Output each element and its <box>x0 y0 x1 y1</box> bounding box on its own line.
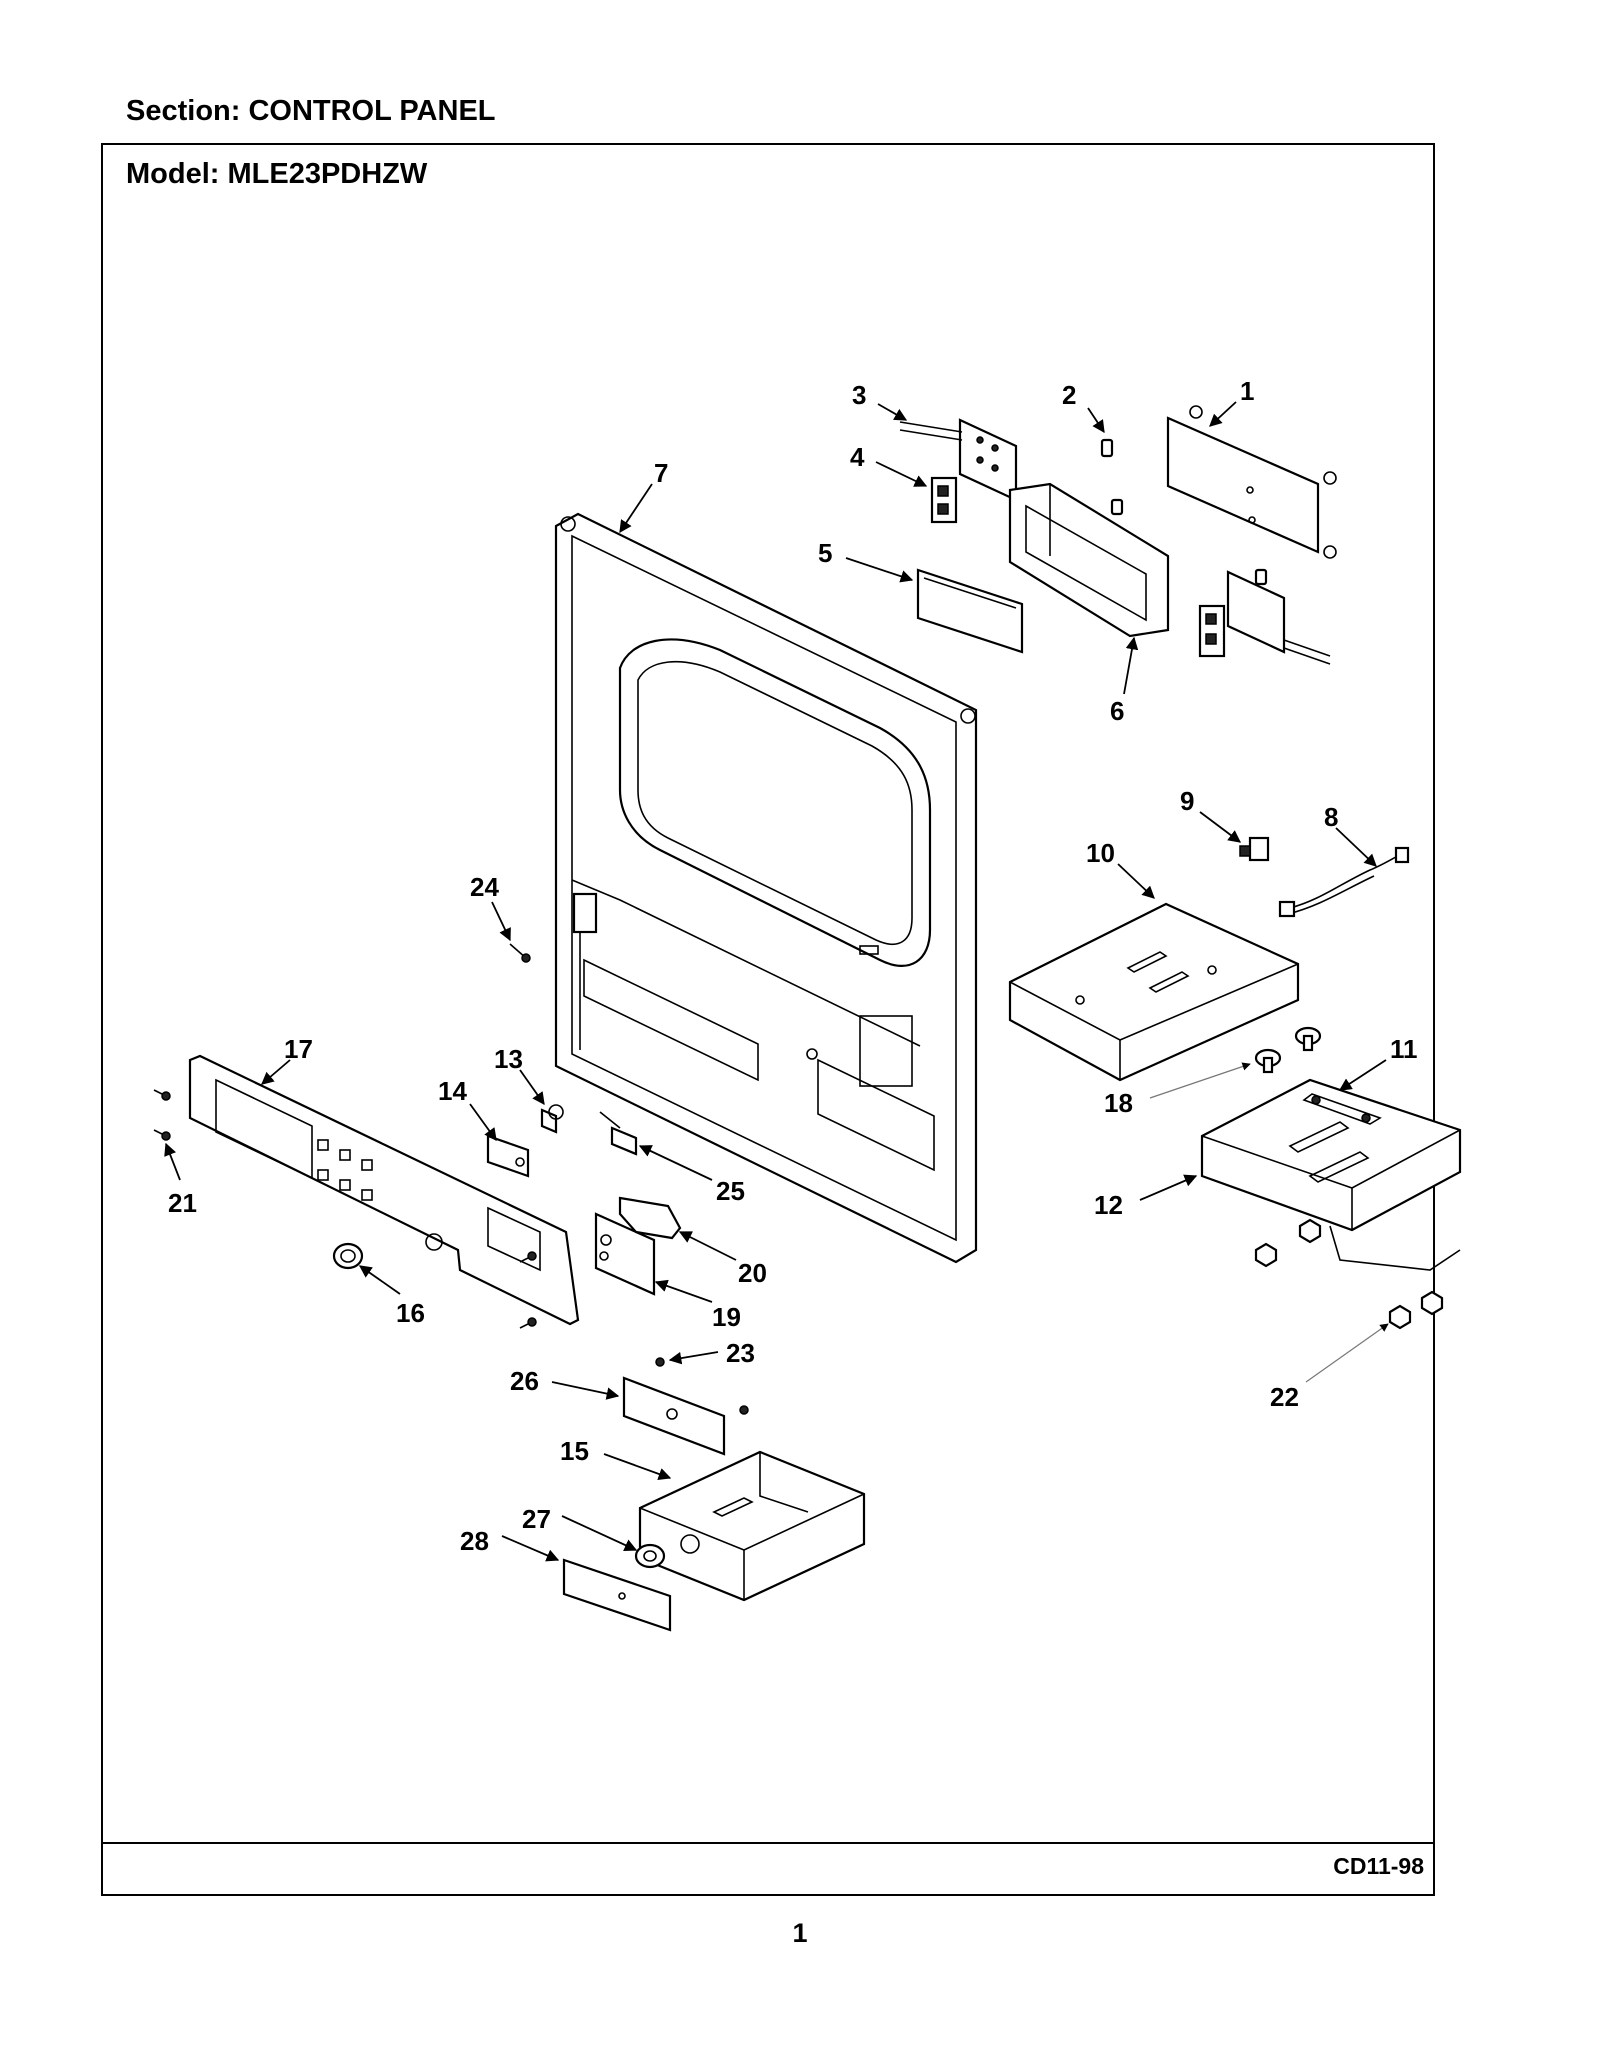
part-22-nuts <box>1254 1218 1444 1330</box>
callout-22: 22 <box>1270 1382 1299 1412</box>
part-18-bumpers <box>1254 1026 1322 1074</box>
part-17-control-face <box>188 1054 580 1326</box>
callout-18: 18 <box>1104 1088 1133 1118</box>
model-title: Model: MLE23PDHZW <box>126 158 428 190</box>
callout-26: 26 <box>510 1366 539 1396</box>
part-28-cover <box>562 1558 672 1632</box>
callout-6: 6 <box>1110 696 1124 726</box>
part-10-electronics-box <box>1008 902 1300 1082</box>
page-number: 1 <box>792 1918 808 1948</box>
part-7-main-panel <box>554 512 978 1264</box>
part-2-pins <box>1100 438 1268 586</box>
callout-5: 5 <box>818 538 832 568</box>
callout-15: 15 <box>560 1436 589 1466</box>
diagram-frame <box>101 143 1435 1896</box>
callout-1: 1 <box>1240 376 1254 406</box>
callout-7: 7 <box>654 458 668 488</box>
part-1-mounting-plate <box>1166 405 1337 559</box>
callout-28: 28 <box>460 1526 489 1556</box>
callout-10: 10 <box>1086 838 1115 868</box>
part-13-clip <box>540 1104 564 1134</box>
callout-labels: 1 2 3 4 5 6 7 8 9 10 11 12 13 14 15 16 1… <box>168 376 1418 1556</box>
part-5-display-window <box>916 568 1024 654</box>
callout-24: 24 <box>470 872 499 902</box>
part-21-screws <box>153 1089 537 1329</box>
part-14-latch <box>486 1134 530 1178</box>
part-8-wire-harness <box>1278 846 1410 918</box>
callout-19: 19 <box>712 1302 741 1332</box>
footer-divider <box>101 1842 1435 1844</box>
callout-12: 12 <box>1094 1190 1123 1220</box>
leader-lines <box>164 401 1389 1562</box>
callout-3: 3 <box>852 380 866 410</box>
callout-4: 4 <box>850 442 865 472</box>
section-title: Section: CONTROL PANEL <box>126 95 496 127</box>
callout-17: 17 <box>284 1034 313 1064</box>
callout-23: 23 <box>726 1338 755 1368</box>
part-24-screw <box>509 943 531 963</box>
part-25-microswitch <box>599 1111 638 1156</box>
callout-21: 21 <box>168 1188 197 1218</box>
part-3-circuit-board <box>899 418 1331 665</box>
part-12-chassis-bracket <box>1200 1078 1462 1271</box>
part-27-grommet <box>634 1543 666 1569</box>
callout-2: 2 <box>1062 380 1076 410</box>
part-15-lower-box <box>638 1450 866 1602</box>
part-26-plate <box>622 1376 726 1456</box>
part-6-housing <box>1008 482 1170 638</box>
callout-20: 20 <box>738 1258 767 1288</box>
callout-9: 9 <box>1180 786 1194 816</box>
part-20-button-cap <box>618 1196 682 1240</box>
part-16-knob <box>332 1242 364 1270</box>
callout-8: 8 <box>1324 802 1338 832</box>
callout-16: 16 <box>396 1298 425 1328</box>
part-9-switch <box>1239 836 1270 862</box>
part-4-connector <box>930 476 1226 658</box>
drawing-code: CD11-98 <box>1333 1853 1424 1879</box>
callout-13: 13 <box>494 1044 523 1074</box>
callout-27: 27 <box>522 1504 551 1534</box>
callout-11: 11 <box>1390 1034 1418 1064</box>
part-23-nut <box>655 1357 749 1415</box>
callout-14: 14 <box>438 1076 467 1106</box>
callout-25: 25 <box>716 1176 745 1206</box>
